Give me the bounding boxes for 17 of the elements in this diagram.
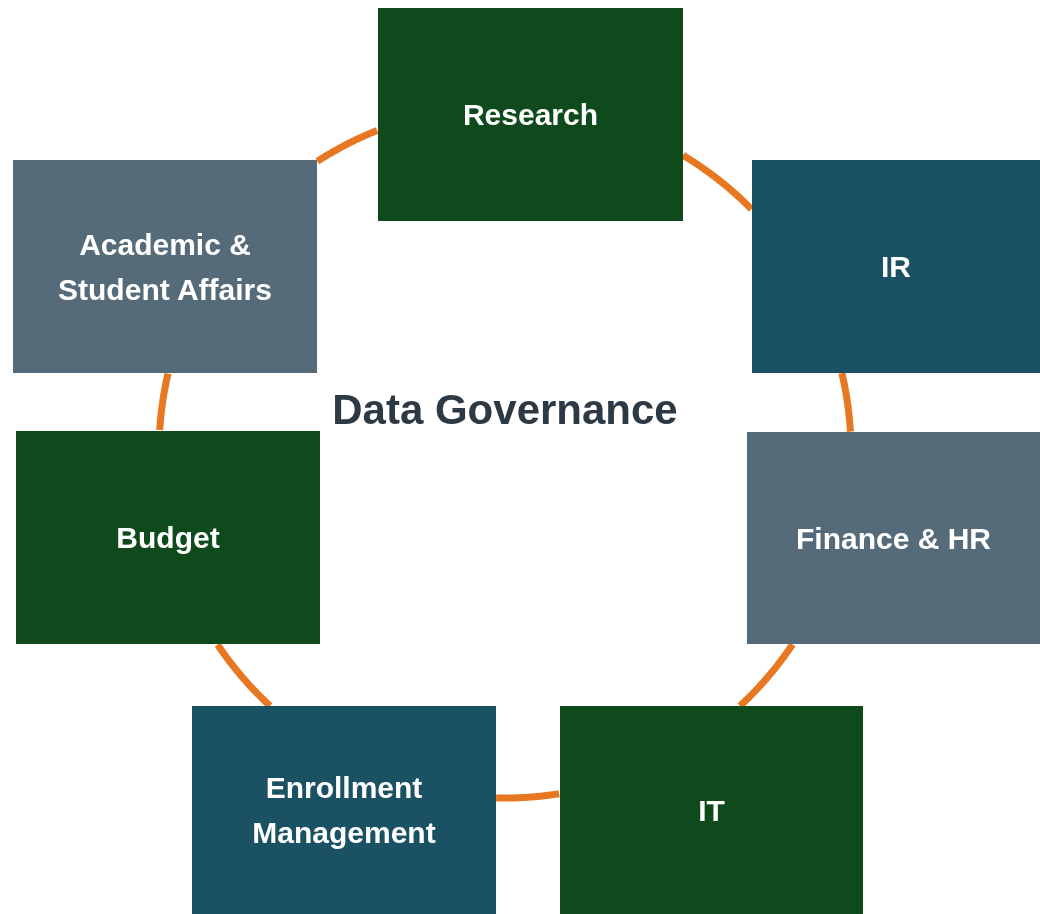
department-label: Finance & HR xyxy=(795,520,992,557)
ring-arc xyxy=(156,371,172,433)
ring-arc xyxy=(314,127,380,165)
department-box xyxy=(378,8,683,221)
department-box xyxy=(752,160,1040,373)
department-label: IR xyxy=(880,249,912,285)
department-box xyxy=(16,431,320,644)
department-box xyxy=(13,160,317,373)
department-label: Budget xyxy=(115,520,221,556)
department-box xyxy=(560,706,863,914)
department-label: IT xyxy=(697,792,726,829)
department-label: Research xyxy=(461,97,600,133)
department-box xyxy=(192,706,496,914)
center-title: Data Governance xyxy=(331,385,679,435)
department-label: Enrollment Management xyxy=(251,770,437,851)
department-label: Academic & Student Affairs xyxy=(57,226,273,308)
department-box xyxy=(747,432,1040,644)
